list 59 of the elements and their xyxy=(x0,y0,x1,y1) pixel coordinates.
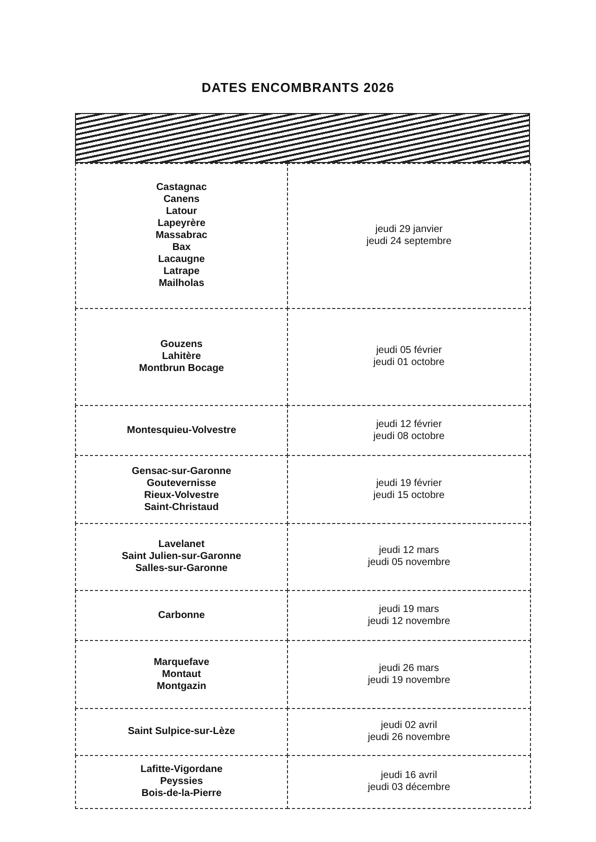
collection-date: jeudi 05 février xyxy=(376,345,442,357)
commune-name: Latour xyxy=(166,206,198,218)
table-cell xyxy=(75,163,288,309)
table-cell xyxy=(75,455,288,524)
collection-date: jeudi 19 février xyxy=(376,478,442,490)
commune-name: Latrape xyxy=(163,266,200,278)
commune-name: Saint Julien-sur-Garonne xyxy=(122,551,242,563)
commune-name: Mailholas xyxy=(158,278,204,290)
commune-name: Bois-de-la-Pierre xyxy=(141,788,222,800)
table-cell xyxy=(287,640,531,709)
commune-name: Lacaugne xyxy=(158,254,205,266)
table-cell xyxy=(287,755,531,809)
commune-name: Lapeyrère xyxy=(158,218,206,230)
commune-name: Castagnac xyxy=(156,182,207,194)
collection-date: jeudi 02 avril xyxy=(380,720,438,732)
collection-date: jeudi 05 novembre xyxy=(368,557,450,569)
collection-date: jeudi 26 novembre xyxy=(368,732,450,744)
commune-name: Saint-Christaud xyxy=(144,502,219,514)
commune-name: Montesquieu-Volvestre xyxy=(126,424,236,436)
commune-name: Goutevernisse xyxy=(146,478,216,490)
commune-name: Saint Sulpice-sur-Lèze xyxy=(128,726,236,738)
collection-date: jeudi 15 octobre xyxy=(373,490,445,502)
collection-date: jeudi 16 avril xyxy=(380,770,438,782)
collection-date: jeudi 12 novembre xyxy=(368,616,450,628)
table-cell xyxy=(75,640,288,709)
table-cell xyxy=(287,455,531,524)
collection-date: jeudi 24 septembre xyxy=(366,236,452,248)
commune-name: Montgazin xyxy=(156,680,206,692)
table-cell xyxy=(287,163,531,309)
commune-name: Montbrun Bocage xyxy=(139,363,224,375)
table-cell xyxy=(287,590,531,641)
commune-name: Bax xyxy=(172,242,191,254)
table-cell xyxy=(75,590,288,641)
commune-name: Rieux-Volvestre xyxy=(144,490,219,502)
collection-date: jeudi 12 février xyxy=(376,418,442,430)
commune-name: Gouzens xyxy=(160,339,203,351)
commune-name: Massabrac xyxy=(156,230,208,242)
table-cell xyxy=(75,405,288,456)
commune-name: Lafitte-Vigordane xyxy=(140,764,223,776)
commune-name: Canens xyxy=(163,194,200,206)
collection-date: jeudi 03 décembre xyxy=(368,782,450,794)
commune-name: Gensac-sur-Garonne xyxy=(132,466,232,478)
collection-date: jeudi 29 janvier xyxy=(375,224,443,236)
commune-name: Carbonne xyxy=(158,610,205,622)
collection-date: jeudi 19 mars xyxy=(378,604,440,616)
table-cell xyxy=(287,405,531,456)
table-cell xyxy=(75,755,288,809)
collection-date: jeudi 26 mars xyxy=(378,662,440,674)
collection-date: jeudi 01 octobre xyxy=(373,357,445,369)
commune-name: Montaut xyxy=(162,668,201,680)
commune-name: Salles-sur-Garonne xyxy=(135,563,228,575)
collection-date: jeudi 12 mars xyxy=(378,545,440,557)
commune-name: Lavelanet xyxy=(158,539,205,551)
collection-date: jeudi 19 novembre xyxy=(368,674,450,686)
commune-name: Lahitère xyxy=(162,351,201,363)
commune-name: Marquefave xyxy=(154,656,210,668)
collection-date: jeudi 08 octobre xyxy=(373,430,445,442)
commune-name: Peyssies xyxy=(160,776,203,788)
page-title: DATES ENCOMBRANTS 2026 xyxy=(200,80,396,95)
